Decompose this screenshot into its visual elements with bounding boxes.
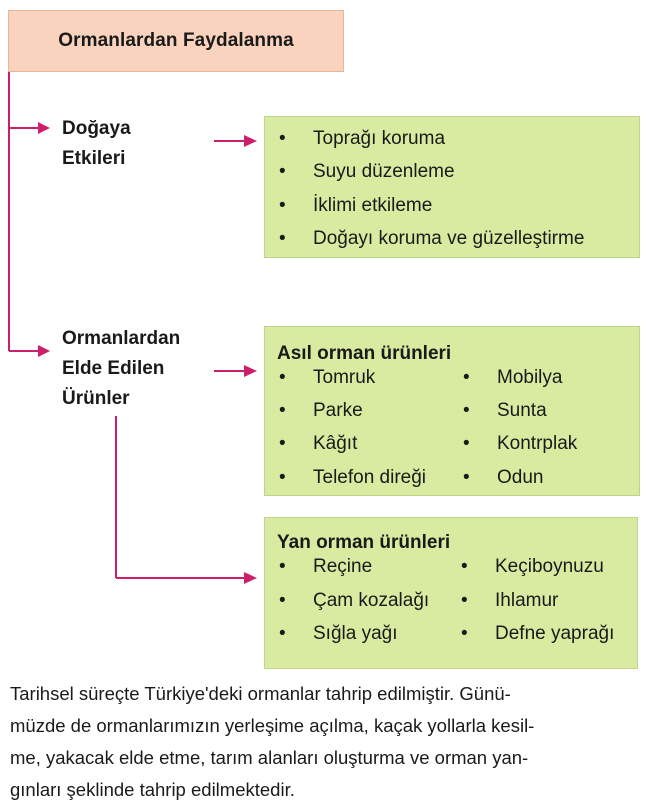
description-paragraph: Tarihsel süreçte Türkiye'deki ormanlar t…: [10, 678, 638, 806]
main-product-item: Tomruk: [313, 367, 376, 388]
bullet-icon: •: [279, 590, 286, 611]
bullet-icon: •: [279, 161, 286, 182]
bullet-icon: •: [279, 467, 286, 488]
main-product-item: Sunta: [497, 400, 547, 421]
branch-label-products: Ormanlardan Elde Edilen Ürünler: [62, 324, 180, 414]
arrowhead-nature-branch: [38, 122, 50, 134]
bullet-icon: •: [461, 590, 468, 611]
main-product-item: Parke: [313, 400, 363, 421]
side-products-heading: Yan orman ürünleri: [277, 532, 451, 553]
paragraph-line: gınları şeklinde tahrip edilmektedir.: [10, 779, 295, 800]
bullet-icon: •: [279, 623, 286, 644]
side-product-item: Sığla yağı: [313, 623, 398, 644]
main-product-item: Odun: [497, 467, 544, 488]
bullet-icon: •: [279, 195, 286, 216]
branch-label-products-line2: Elde Edilen: [62, 358, 165, 379]
bullet-icon: •: [463, 467, 470, 488]
main-products-box: Asıl orman ürünleri • Tomruk • Mobilya •…: [264, 326, 640, 496]
bullet-icon: •: [463, 400, 470, 421]
arrowhead-products-branch: [38, 345, 50, 357]
side-product-item: Keçiboynuzu: [495, 556, 604, 577]
arrowhead-nature-box: [244, 135, 257, 147]
bullet-icon: •: [279, 367, 286, 388]
side-product-item: Ihlamur: [495, 590, 559, 611]
main-product-item: Kontrplak: [497, 433, 578, 454]
nature-effects-box: • Toprağı koruma • Suyu düzenleme • İkli…: [264, 116, 640, 258]
bullet-icon: •: [463, 367, 470, 388]
bullet-icon: •: [279, 556, 286, 577]
bullet-icon: •: [463, 433, 470, 454]
branch-label-nature-line2: Etkileri: [62, 148, 126, 169]
branch-label-products-line3: Ürünler: [62, 388, 130, 409]
bullet-icon: •: [279, 400, 286, 421]
side-product-item: Çam kozalağı: [313, 590, 430, 611]
arrowhead-main-box: [244, 365, 257, 377]
bullet-icon: •: [279, 128, 286, 149]
main-products-heading: Asıl orman ürünleri: [277, 343, 452, 364]
paragraph-line: me, yakacak elde etme, tarım alanları ol…: [10, 747, 529, 768]
paragraph-line: müzde de ormanlarımızın yerleşime açılma…: [10, 715, 535, 736]
branch-label-nature: Doğaya Etkileri: [62, 114, 131, 174]
nature-item: Suyu düzenleme: [313, 161, 455, 182]
bullet-icon: •: [279, 228, 286, 249]
branch-label-products-line1: Ormanlardan: [62, 328, 181, 349]
nature-item: Toprağı koruma: [313, 128, 446, 149]
bullet-icon: •: [279, 433, 286, 454]
side-product-item: Defne yaprağı: [495, 623, 615, 644]
branch-label-nature-line1: Doğaya: [62, 118, 131, 139]
diagram-title: Ormanlardan Faydalanma: [8, 10, 344, 72]
nature-item: Doğayı koruma ve güzelleştirme: [313, 228, 585, 249]
bullet-icon: •: [461, 556, 468, 577]
main-product-item: Mobilya: [497, 367, 563, 388]
side-product-item: Reçine: [313, 556, 373, 577]
main-product-item: Kâğıt: [313, 433, 358, 454]
arrowhead-side-box: [244, 572, 257, 584]
nature-item: İklimi etkileme: [313, 195, 433, 216]
bullet-icon: •: [461, 623, 468, 644]
main-product-item: Telefon direği: [313, 467, 427, 488]
paragraph-line: Tarihsel süreçte Türkiye'deki ormanlar t…: [10, 683, 511, 704]
side-products-box: Yan orman ürünleri • Reçine • Keçiboynuz…: [264, 517, 638, 669]
